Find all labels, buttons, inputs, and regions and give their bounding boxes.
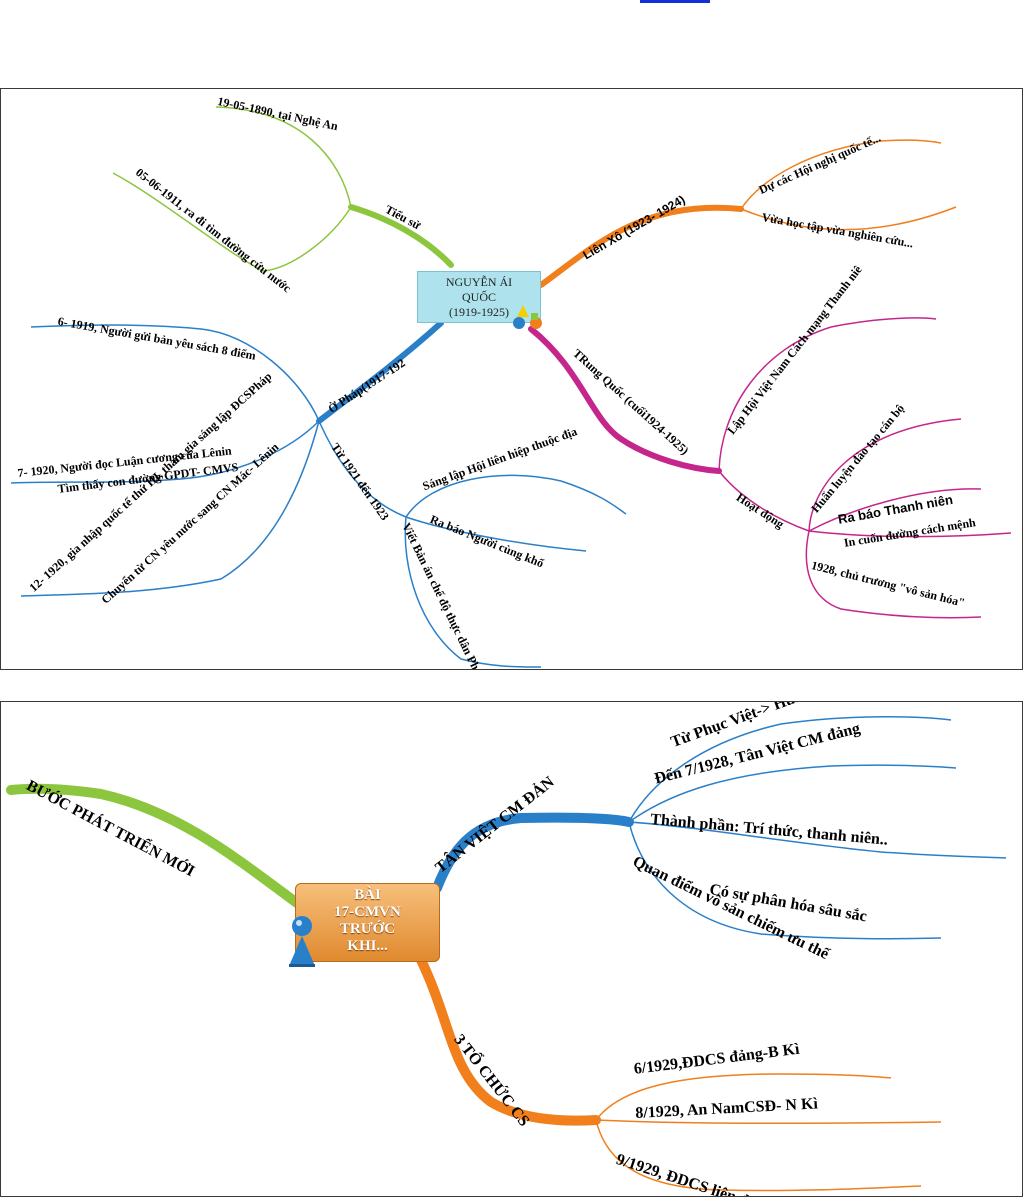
- branch-line-tieu-su: [348, 204, 454, 268]
- leaf-line-org-3: [595, 1119, 922, 1192]
- map1-branch-lines: [10, 106, 1012, 668]
- center-node-nguyen-ai-quoc[interactable]: NGUYỄN ÁI QUỐC (1919-1925): [417, 271, 541, 323]
- branch-line-three-orgs: [416, 955, 601, 1126]
- branch-line-o-phap: [316, 320, 444, 424]
- leaf-line-org-2: [595, 1119, 942, 1125]
- leaf-line-proletarian: [805, 530, 982, 619]
- leaf-line-conference: [740, 139, 942, 210]
- mindmap-bai-17: BÀI 17-CMVN TRƯỚC KHI... BƯỚC PHÁT TRIỂN…: [0, 701, 1023, 1197]
- branch-line-new-step: [6, 783, 306, 911]
- leaf-line-org-1: [595, 1073, 892, 1121]
- leaf-line-youth-paper: [808, 488, 982, 532]
- mindmap-nguyen-ai-quoc: NGUYỄN ÁI QUỐC (1919-1925) Tiểu sử 19-05…: [0, 88, 1023, 670]
- leaf-line-youth-league: [718, 317, 937, 472]
- leaf-line-book: [808, 530, 1012, 538]
- branch-line-tan-viet: [432, 812, 634, 893]
- leaf-line-comintern: [20, 420, 320, 597]
- leaf-line-lenin: [10, 420, 320, 484]
- leaf-line-party-1928: [628, 764, 957, 823]
- center2-title-line-1: BÀI: [354, 887, 381, 903]
- top-link-mark: [640, 0, 710, 3]
- branch-line-lien-xo: [538, 204, 744, 288]
- leaf-line-study: [740, 206, 957, 231]
- leaf-line-depart: [112, 172, 352, 272]
- branch-line-tu-1921: [318, 420, 407, 518]
- center-shapes-icon: [513, 305, 542, 329]
- leaf-line-demands: [30, 324, 320, 422]
- person-icon: [289, 916, 315, 967]
- leaf-line-training: [808, 418, 962, 532]
- leaf-line-members: [628, 821, 1007, 859]
- center2-title-line-2: 17-CMVN: [334, 904, 401, 920]
- center2-title-line-3: TRƯỚC: [339, 921, 396, 937]
- map2-branch-lines: [6, 715, 1007, 1192]
- center-node-bai-17[interactable]: BÀI 17-CMVN TRƯỚC KHI...: [295, 883, 440, 962]
- center-title-line-1: NGUYỄN ÁI: [445, 275, 513, 289]
- leaf-line-birth: [215, 106, 352, 208]
- branch-line-hoat-dong: [718, 470, 810, 532]
- leaf-line-phuc-viet: [628, 715, 952, 823]
- center-title-line-3: (1919-1925): [449, 305, 509, 319]
- leaf-line-verdict: [404, 516, 542, 668]
- leaf-line-division: [628, 821, 942, 940]
- branch-line-trung-quoc: [528, 326, 722, 474]
- center2-title-line-4: KHI...: [347, 938, 388, 954]
- leaf-line-union: [405, 474, 627, 518]
- leaf-line-newspaper: [405, 516, 587, 552]
- center-title-line-2: QUỐC: [461, 290, 496, 304]
